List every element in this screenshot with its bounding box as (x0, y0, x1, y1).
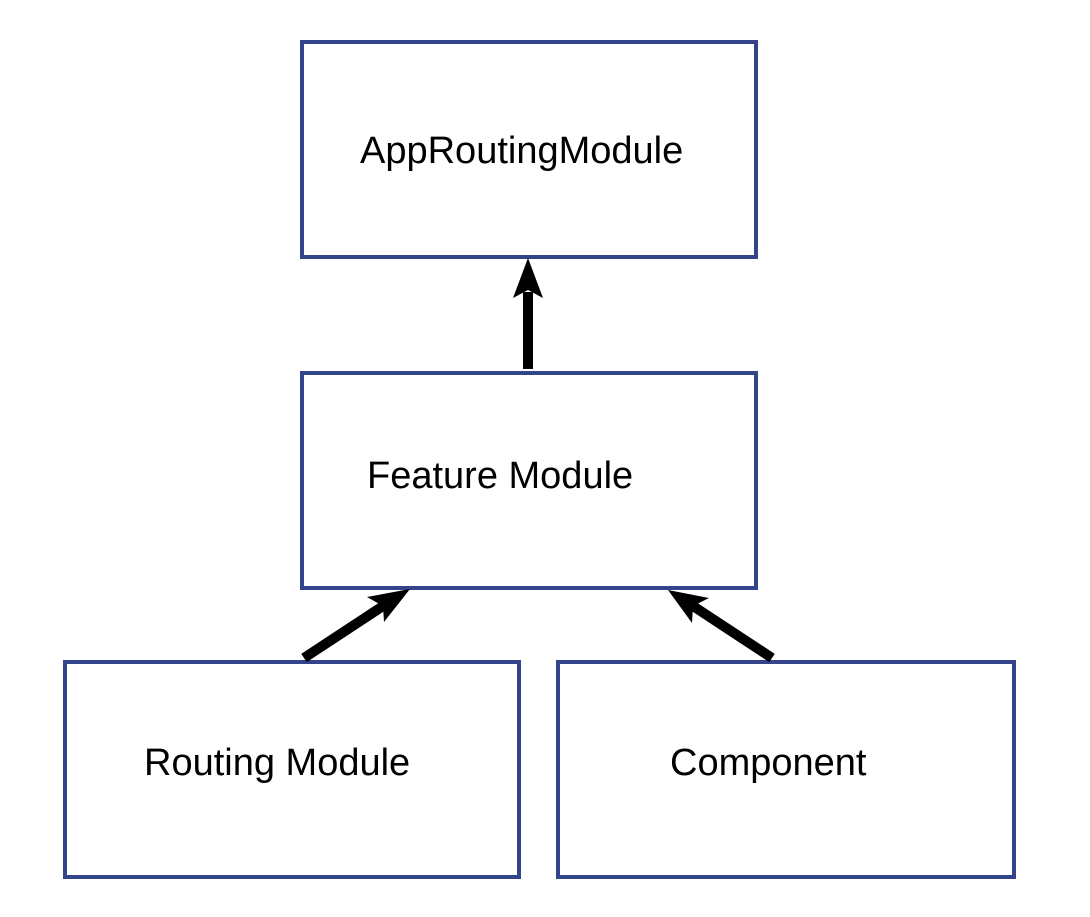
arrow-routing-to-feature (301, 589, 410, 663)
component-label: Component (670, 742, 867, 784)
feature-module-label: Feature Module (367, 455, 634, 497)
component-box: Component (556, 660, 1016, 879)
arrow-feature-to-app (513, 258, 543, 369)
app-routing-module-label: AppRoutingModule (360, 130, 684, 172)
arrow-component-to-feature (668, 590, 775, 663)
routing-module-label: Routing Module (144, 742, 411, 784)
app-routing-module-box: AppRoutingModule (300, 40, 758, 259)
feature-module-box: Feature Module (300, 371, 758, 590)
routing-module-box: Routing Module (63, 660, 521, 879)
